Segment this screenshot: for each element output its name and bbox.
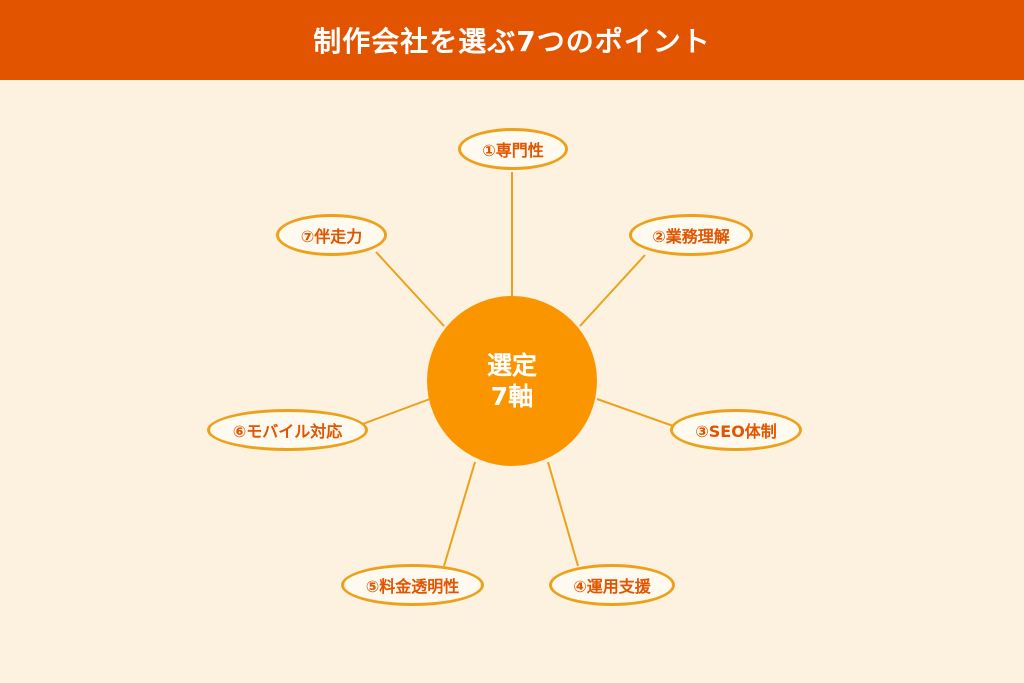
node-operation-support: ④運用支援 <box>549 564 675 606</box>
connector-7 <box>375 251 445 327</box>
node-label: ②業務理解 <box>652 227 730 246</box>
node-business-understanding: ②業務理解 <box>629 214 753 256</box>
node-label: ⑤料金透明性 <box>365 577 460 596</box>
hub-line-2: 7軸 <box>490 382 534 411</box>
connector-6 <box>359 398 431 426</box>
node-price-transparency: ⑤料金透明性 <box>341 564 484 606</box>
connector-4 <box>547 461 579 567</box>
center-hub: 選定 7軸 <box>427 296 597 466</box>
connector-3 <box>596 398 677 428</box>
node-label: ③SEO体制 <box>695 422 777 441</box>
node-label: ⑥モバイル対応 <box>232 422 343 441</box>
connector-2 <box>579 254 646 327</box>
node-expertise: ①専門性 <box>458 128 568 170</box>
node-label: ④運用支援 <box>573 577 651 596</box>
connector-5 <box>443 461 476 567</box>
page-title: 制作会社を選ぶ7つのポイント <box>313 25 711 58</box>
header-banner: 制作会社を選ぶ7つのポイント <box>0 0 1024 80</box>
node-label: ⑦伴走力 <box>300 227 363 246</box>
node-seo-system: ③SEO体制 <box>670 409 802 451</box>
node-accompaniment: ⑦伴走力 <box>276 214 387 256</box>
node-label: ①専門性 <box>482 141 544 160</box>
hub-line-1: 選定 <box>486 351 537 380</box>
node-mobile-support: ⑥モバイル対応 <box>207 409 368 451</box>
